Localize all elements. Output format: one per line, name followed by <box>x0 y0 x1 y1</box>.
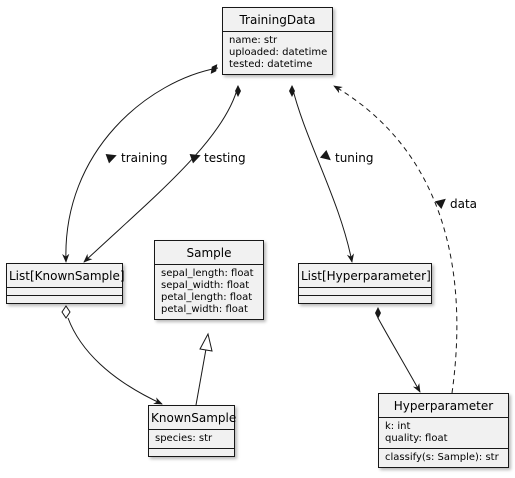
class-name: Hyperparameter <box>393 399 494 413</box>
edge-label-data: data <box>450 197 477 211</box>
direction-arrow-training <box>105 154 117 164</box>
edge-label-testing: testing <box>204 151 246 165</box>
attribute: k: int <box>385 421 411 432</box>
methods-section: classify(s: Sample): str <box>379 448 508 467</box>
composition-diamond-hyperparameter <box>375 307 381 319</box>
generalization-triangle <box>199 332 213 352</box>
class-name: TrainingData <box>239 13 316 27</box>
class-list-hyperparameter[interactable]: List[Hyperparameter] <box>298 263 432 304</box>
edge-tuning <box>291 85 354 263</box>
class-name: List[Hyperparameter] <box>301 269 431 283</box>
edge-testing <box>83 85 239 263</box>
direction-arrow-testing <box>189 154 201 164</box>
edge-label-training: training <box>121 151 168 165</box>
class-training-data[interactable]: TrainingData name: str uploaded: datetim… <box>222 7 333 75</box>
attribute: petal_length: float <box>161 292 253 303</box>
class-name: List[KnownSample] <box>9 269 125 283</box>
attribute: sepal_width: float <box>161 280 250 291</box>
composition-diamond-testing <box>235 85 241 97</box>
attributes-section: name: str uploaded: datetime tested: dat… <box>223 31 332 74</box>
attribute: petal_width: float <box>161 304 248 315</box>
attribute: sepal_length: float <box>161 268 254 279</box>
attributes-section: sepal_length: float sepal_width: float p… <box>155 264 263 319</box>
method: classify(s: Sample): str <box>385 452 499 463</box>
attribute: species: str <box>155 433 213 444</box>
attributes-section: k: int quality: float <box>379 417 508 448</box>
attribute: quality: float <box>385 433 448 444</box>
attributes-section <box>7 287 122 295</box>
class-list-known-sample[interactable]: List[KnownSample] <box>6 263 125 304</box>
composition-diamond-tuning <box>289 85 295 97</box>
aggregation-diamond <box>61 305 71 319</box>
methods-section <box>149 448 234 456</box>
edge-data <box>333 85 458 394</box>
composition-diamond-training <box>210 64 218 74</box>
class-name: Sample <box>186 246 232 260</box>
methods-section <box>299 295 431 303</box>
methods-section <box>7 295 122 303</box>
attributes-section <box>299 287 431 295</box>
edge-composition-hyperparameter <box>377 317 421 393</box>
class-hyperparameter[interactable]: Hyperparameter k: int quality: float cla… <box>378 393 509 468</box>
edge-aggregation-known-sample <box>67 317 163 405</box>
attribute: uploaded: datetime <box>229 47 328 58</box>
class-name: KnownSample <box>151 411 237 425</box>
edge-label-tuning: tuning <box>335 151 373 165</box>
direction-arrow-tuning <box>319 149 331 161</box>
class-sample[interactable]: Sample sepal_length: float sepal_width: … <box>154 240 264 320</box>
edge-generalization <box>195 348 207 406</box>
edge-training <box>62 67 219 263</box>
attribute: name: str <box>229 35 278 46</box>
attribute: tested: datetime <box>229 59 313 70</box>
attributes-section: species: str <box>149 429 234 448</box>
class-known-sample[interactable]: KnownSample species: str <box>148 405 237 457</box>
direction-arrow-data <box>434 198 446 210</box>
